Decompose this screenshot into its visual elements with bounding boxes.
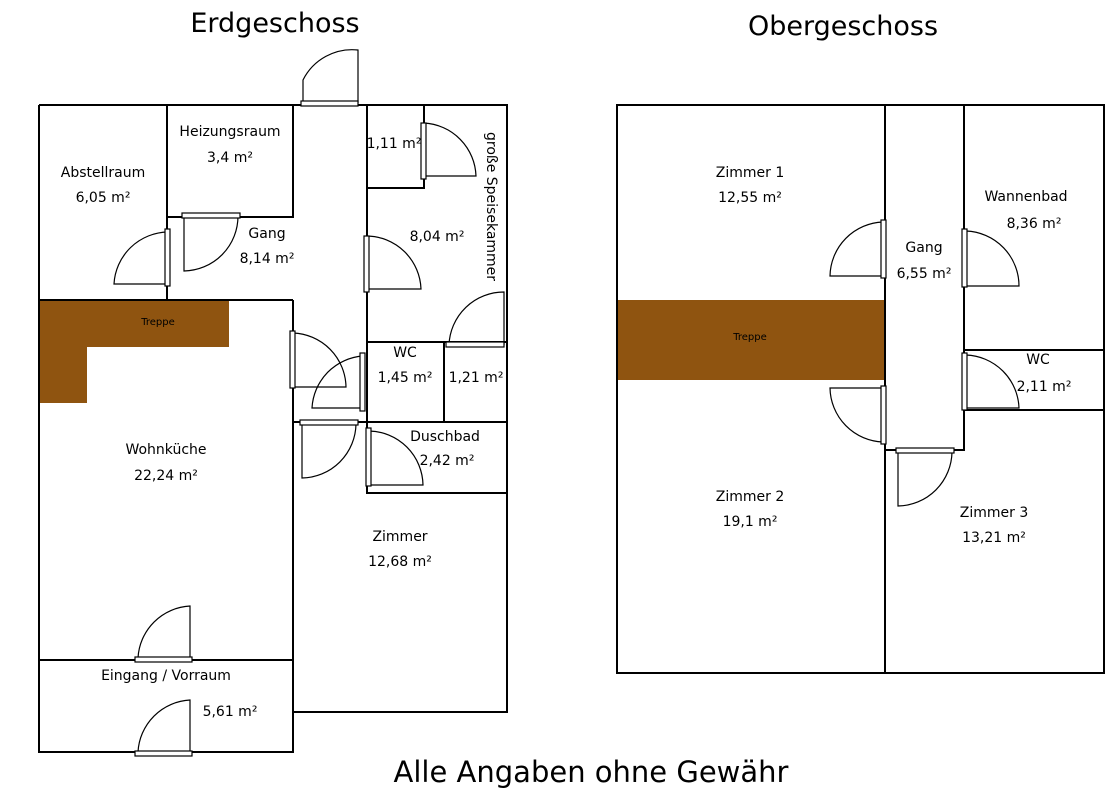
upper-stairs-label: Treppe [732,332,767,343]
label-wohnkueche: Wohnküche [125,442,206,458]
area-duschbad: 2,42 m² [420,453,475,469]
area-wohnkueche: 22,24 m² [134,468,198,484]
area-wc-upper: 2,11 m² [1017,379,1072,395]
door-top-entrance [302,49,359,103]
label-zimmer2: Zimmer 2 [716,489,784,505]
label-abstellraum: Abstellraum [61,165,146,181]
area-abstellraum: 6,05 m² [76,190,131,206]
upper-stairs-rect [616,300,886,380]
door-duschbad [368,430,424,486]
ground-stairs: Treppe [39,300,229,403]
door-speisekammer [366,235,422,290]
label-wc-upper: WC [1026,352,1050,368]
door-zimmer1 [829,221,884,277]
door-main-entrance [137,699,191,753]
door-zimmer2 [829,387,884,443]
area-zimmer1: 12,55 m² [718,190,782,206]
ground-floor-plan: Treppe [38,49,508,757]
area-closet: 1,21 m² [449,370,504,386]
area-zimmer: 12,68 m² [368,554,432,570]
label-gang-upper: Gang [905,240,942,256]
door-abstellraum [113,231,169,285]
label-zimmer: Zimmer [372,529,427,545]
label-zimmer1: Zimmer 1 [716,165,784,181]
area-gang-upper: 6,55 m² [897,266,952,282]
ground-floor-title: Erdgeschoss [190,8,359,39]
label-duschbad: Duschbad [410,429,480,445]
label-zimmer3: Zimmer 3 [960,505,1028,521]
door-wannenbad [965,230,1020,287]
door-gang [183,215,239,272]
door-wc-upper [965,354,1020,409]
door-small-storage [423,122,477,177]
upper-stairs: Treppe [616,300,886,380]
label-gang: Gang [248,226,285,242]
area-small-storage: 1,11 m² [367,136,422,152]
ground-stairs-label: Treppe [140,317,175,328]
upper-labels: Zimmer 1 12,55 m² Gang 6,55 m² Wannenbad… [716,165,1072,546]
disclaimer: Alle Angaben ohne Gewähr [394,755,789,789]
ground-labels: Abstellraum 6,05 m² Heizungsraum 3,4 m² … [61,124,504,720]
area-speisekammer: 8,04 m² [410,229,465,245]
door-vorraum [137,605,191,659]
upper-floor-plan: Treppe [616,104,1105,674]
area-zimmer3: 13,21 m² [962,530,1026,546]
area-gang: 8,14 m² [240,251,295,267]
area-wc: 1,45 m² [378,370,433,386]
upper-doors [829,219,1020,507]
area-heizungsraum: 3,4 m² [207,150,253,166]
upper-floor-title: Obergeschoss [748,11,938,42]
area-zimmer2: 19,1 m² [723,514,778,530]
door-wc [311,355,364,409]
door-zimmer3 [897,451,953,507]
area-eingang: 5,61 m² [203,704,258,720]
door-closet [448,291,505,346]
area-wannenbad: 8,36 m² [1007,216,1062,232]
ground-stairs-side [39,300,87,403]
ground-doors [113,49,505,757]
label-wannenbad: Wannenbad [984,189,1067,205]
label-wc: WC [393,345,417,361]
label-heizungsraum: Heizungsraum [179,124,280,140]
label-speisekammer: große Speisekammer [483,132,499,281]
label-eingang: Eingang / Vorraum [101,668,231,684]
door-zimmer [301,423,357,479]
door-wohnkueche [292,332,347,388]
